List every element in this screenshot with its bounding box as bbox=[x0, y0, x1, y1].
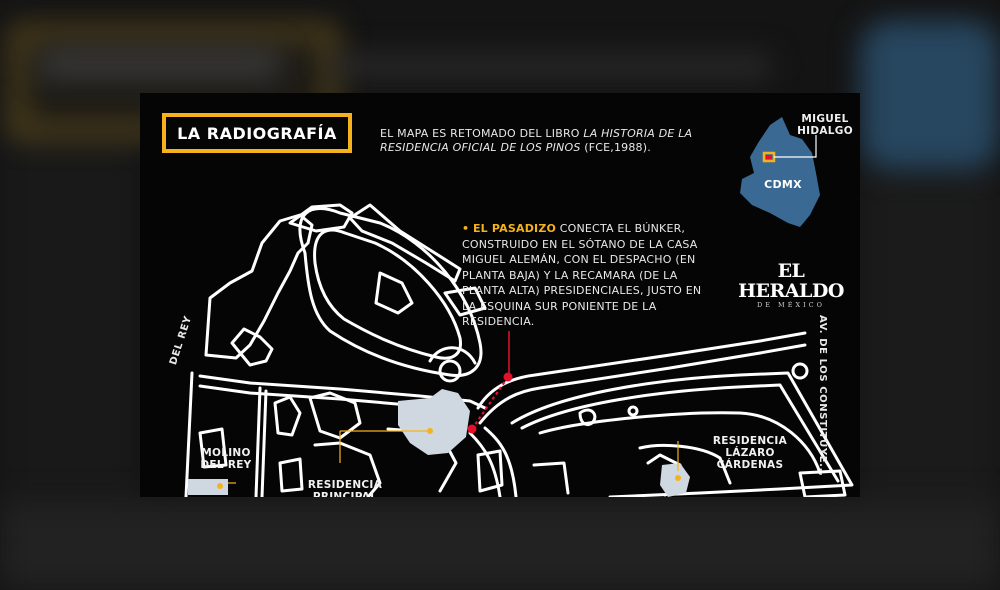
map-roundabout bbox=[627, 405, 639, 417]
map-road bbox=[260, 389, 268, 497]
label-cdmx: CDMX bbox=[764, 178, 802, 191]
map-road bbox=[288, 203, 354, 233]
molino-building bbox=[188, 479, 228, 495]
map-road bbox=[468, 431, 502, 497]
pasadizo-note: • EL PASADIZO CONECTA EL BÚNKER, CONSTRU… bbox=[462, 221, 717, 330]
backdrop-shape bbox=[860, 170, 1000, 510]
map-road bbox=[313, 441, 382, 497]
map-road bbox=[198, 427, 228, 469]
map-road bbox=[638, 443, 732, 485]
backdrop-shape bbox=[0, 110, 140, 510]
map-road bbox=[532, 461, 570, 495]
intro-text: EL MAPA ES RETOMADO DEL LIBRO LA HISTORI… bbox=[380, 127, 710, 155]
label-molino-del-rey: MOLINO DEL REY bbox=[200, 447, 252, 471]
map-road bbox=[254, 386, 262, 497]
location-dot bbox=[675, 475, 681, 481]
map-road bbox=[510, 371, 854, 497]
map-roundabout bbox=[791, 362, 809, 380]
map-road bbox=[798, 469, 847, 497]
residencia-building bbox=[398, 389, 470, 455]
intro-suffix: (FCE,1988). bbox=[580, 141, 651, 154]
map-road bbox=[520, 383, 840, 483]
page-title: LA RADIOGRAFÍA bbox=[177, 123, 337, 143]
map-road bbox=[204, 213, 314, 360]
pasadizo-tunnel bbox=[471, 376, 509, 430]
map-road bbox=[476, 449, 504, 493]
miguel-hidalgo-fill bbox=[766, 155, 772, 159]
pasadizo-endpoint bbox=[503, 372, 513, 382]
el-heraldo-logo: EL HERALDO DE MÉXICO bbox=[726, 261, 856, 309]
map-road bbox=[184, 371, 194, 497]
street-label-constituyentes: AV. DE LOS CONSTITUYE... bbox=[817, 315, 828, 477]
backdrop-shape bbox=[0, 500, 1000, 590]
map-road bbox=[348, 203, 462, 283]
backdrop-shape bbox=[330, 55, 770, 77]
label-residencia-lazaro-cardenas: RESIDENCIA LÁZARO CÁRDENAS bbox=[712, 435, 788, 471]
logo-main: EL HERALDO bbox=[738, 260, 844, 302]
map-road bbox=[476, 331, 807, 410]
location-dot bbox=[217, 483, 223, 489]
backdrop-shape bbox=[860, 20, 1000, 170]
label-residencia-principal: RESIDENCIA PRINCIPAL bbox=[307, 479, 383, 497]
label-miguel-hidalgo: MIGUEL HIDALGO bbox=[797, 113, 853, 137]
site-map bbox=[184, 117, 854, 497]
logo-sub: DE MÉXICO bbox=[757, 301, 825, 309]
map-road bbox=[278, 457, 304, 493]
location-dot bbox=[427, 428, 433, 434]
map-road bbox=[428, 346, 477, 365]
infographic-panel: LA RADIOGRAFÍA EL MAPA ES RETOMADO DEL L… bbox=[140, 93, 860, 497]
note-bullet: • bbox=[462, 222, 470, 235]
map-road bbox=[298, 207, 483, 378]
map-road bbox=[313, 228, 462, 360]
note-text: CONECTA EL BÚNKER, CONSTRUIDO EN EL SÓTA… bbox=[462, 222, 702, 328]
map-road bbox=[273, 395, 302, 437]
map-road bbox=[478, 343, 807, 425]
cdmx-outline bbox=[740, 117, 820, 227]
map-road bbox=[230, 327, 274, 367]
intro-prefix: EL MAPA ES RETOMADO DEL LIBRO bbox=[380, 127, 584, 140]
lazaro-building bbox=[660, 463, 690, 497]
map-road bbox=[198, 374, 487, 410]
backdrop-shape bbox=[40, 50, 280, 78]
map-roundabout bbox=[438, 359, 462, 383]
map-road bbox=[483, 426, 518, 497]
pasadizo-endpoint bbox=[467, 424, 477, 434]
map-road bbox=[443, 286, 487, 317]
inset-leader bbox=[774, 135, 817, 158]
map-road bbox=[374, 271, 414, 315]
title-box: LA RADIOGRAFÍA bbox=[162, 113, 352, 153]
note-highlight: EL PASADIZO bbox=[472, 222, 557, 235]
map-road bbox=[578, 408, 597, 427]
map-road bbox=[308, 391, 362, 440]
book-title: LA HISTORIA DE LA RESIDENCIA OFICIAL DE … bbox=[380, 127, 693, 154]
